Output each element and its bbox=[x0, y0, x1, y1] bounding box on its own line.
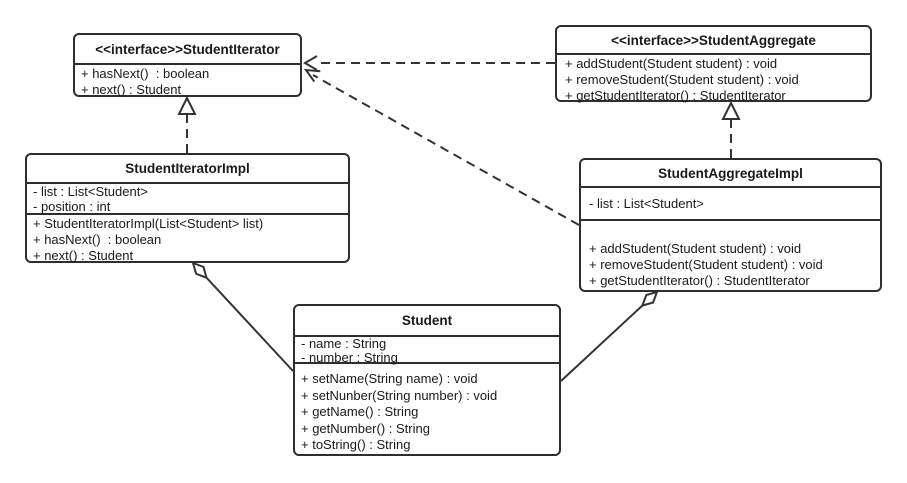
method-item: + getNumber() : String bbox=[301, 420, 430, 436]
attribute-item: - number : String bbox=[301, 350, 398, 365]
class-box-studentaggregateimpl: StudentAggregateImpl - list : List<Stude… bbox=[579, 158, 882, 292]
method-item: + getStudentIterator() : StudentIterator bbox=[589, 273, 810, 288]
methods-compartment: + StudentIteratorImpl(List<Student> list… bbox=[27, 213, 348, 264]
class-title: Student bbox=[401, 313, 453, 328]
attributes-compartment: - name : String - number : String bbox=[295, 335, 559, 365]
method-item: + hasNext() : boolean bbox=[81, 66, 210, 81]
method-item: + addStudent(Student student) : void bbox=[589, 241, 802, 256]
method-item: + setName(String name) : void bbox=[301, 371, 478, 386]
realization-hollow-triangle-icon bbox=[177, 95, 197, 115]
methods-compartment: + setName(String name) : void + setNunbe… bbox=[295, 362, 559, 454]
class-title: <<interface>>StudentIterator bbox=[95, 41, 280, 57]
realization-hollow-triangle-icon bbox=[721, 100, 741, 120]
aggregation-iteratorimpl-student-line bbox=[205, 277, 294, 372]
method-item: + removeStudent(Student student) : void bbox=[589, 257, 823, 272]
method-item: + addStudent(Student student) : void bbox=[565, 56, 778, 71]
class-box-studentaggregate: <<interface>>StudentAggregate + addStude… bbox=[555, 25, 872, 104]
method-item: + hasNext() : boolean bbox=[33, 232, 162, 247]
method-item: + StudentIteratorImpl(List<Student> list… bbox=[33, 216, 264, 231]
attribute-item: - name : String bbox=[301, 336, 387, 351]
methods-compartment: + addStudent(Student student) : void + r… bbox=[581, 219, 880, 289]
method-item: + getName() : String bbox=[301, 404, 419, 419]
attribute-item: - list : List<Student> bbox=[589, 196, 704, 211]
dependency-aggregateimpl-to-iterator-line bbox=[312, 74, 580, 226]
aggregation-diamond-icon bbox=[640, 290, 659, 308]
methods-compartment: + hasNext() : boolean + next() : Student bbox=[75, 63, 300, 98]
method-item: + getStudentIterator() : StudentIterator bbox=[565, 88, 786, 103]
dependency-open-arrowhead-icon bbox=[303, 55, 318, 71]
attributes-compartment: - list : List<Student> bbox=[581, 186, 880, 219]
attributes-compartment: - list : List<Student> - position : int bbox=[27, 182, 348, 214]
method-item: + next() : Student bbox=[33, 248, 134, 263]
class-box-studentiteratorimpl: StudentIteratorImpl - list : List<Studen… bbox=[25, 153, 350, 263]
aggregation-diamond-icon bbox=[191, 261, 208, 280]
aggregation-aggregateimpl-student-line bbox=[560, 304, 643, 382]
dependency-open-arrowhead-icon bbox=[303, 68, 321, 83]
method-item: + toString() : String bbox=[301, 437, 411, 452]
method-item: + setNunber(String number) : void bbox=[301, 387, 498, 403]
class-title: StudentAggregateImpl bbox=[658, 165, 803, 181]
class-title: StudentIteratorImpl bbox=[125, 161, 250, 176]
method-item: + removeStudent(Student student) : void bbox=[565, 72, 799, 87]
methods-compartment: + addStudent(Student student) : void + r… bbox=[557, 53, 870, 104]
attribute-item: - list : List<Student> bbox=[33, 184, 148, 199]
attribute-item: - position : int bbox=[33, 199, 111, 214]
class-box-studentiterator: <<interface>>StudentIterator + hasNext()… bbox=[73, 33, 302, 97]
method-item: + next() : Student bbox=[81, 82, 182, 97]
class-title: <<interface>>StudentAggregate bbox=[611, 32, 816, 48]
class-box-student: Student - name : String - number : Strin… bbox=[293, 304, 561, 456]
